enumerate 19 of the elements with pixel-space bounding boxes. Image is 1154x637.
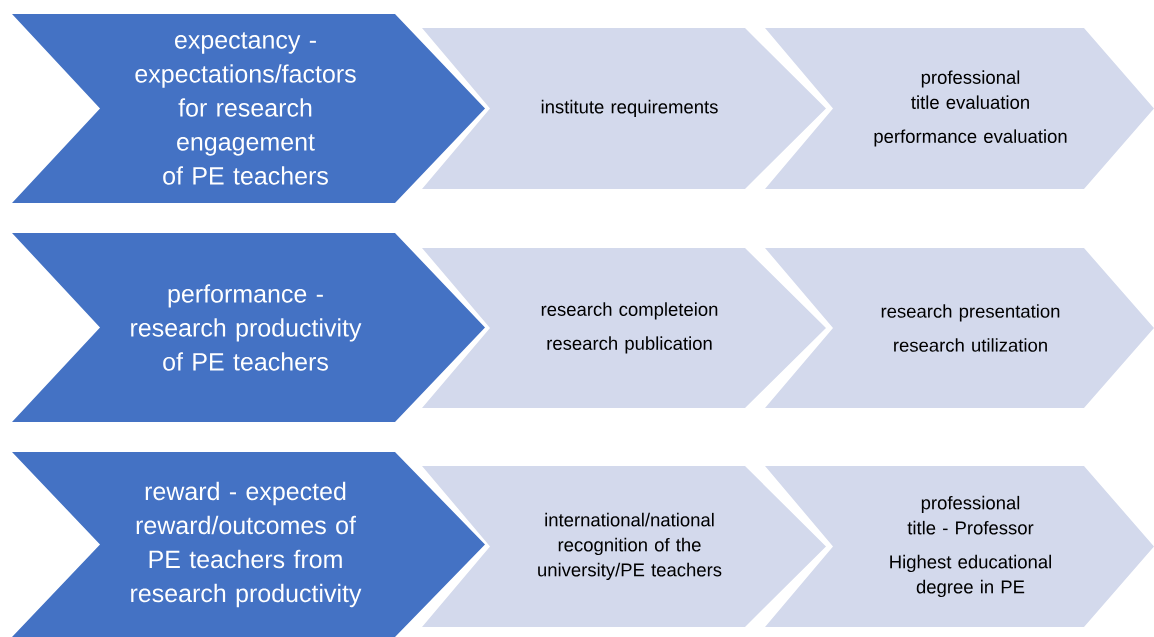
step-box: professional title evaluation performance evaluation xyxy=(765,28,1154,189)
node-label: research utilization xyxy=(894,338,1047,352)
node-label: research completeion xyxy=(541,302,718,320)
node-label: professional title evaluation xyxy=(911,70,1029,109)
node-label: research publication xyxy=(547,336,712,354)
node-label: institute requirements xyxy=(541,99,718,118)
node-label: professional title - Professor xyxy=(907,495,1034,535)
node-label: international/national recognition of the university/PE teachers xyxy=(538,512,722,581)
step-box: reward - expected reward/outcomes of PE teachers from research productivity xyxy=(12,452,485,637)
step-box: performance - research productivity of PE teachers xyxy=(12,233,485,422)
step-box: international/national recognition of the university/PE teachers xyxy=(422,466,826,627)
step-box: expectancy - expectations/factors for research engagement of PE teachers xyxy=(12,14,485,203)
step-box: professional title - Professor Highest educational degree in PE xyxy=(765,466,1154,627)
node-label: Highest educational degree in PE xyxy=(890,554,1051,598)
step-box: research presentation research utilization xyxy=(765,248,1154,408)
node-label: performance evaluation xyxy=(874,129,1067,147)
step-box: institute requirements xyxy=(422,28,826,189)
step-box: research completeion research publication xyxy=(422,248,826,408)
node-label: research presentation xyxy=(881,304,1060,322)
